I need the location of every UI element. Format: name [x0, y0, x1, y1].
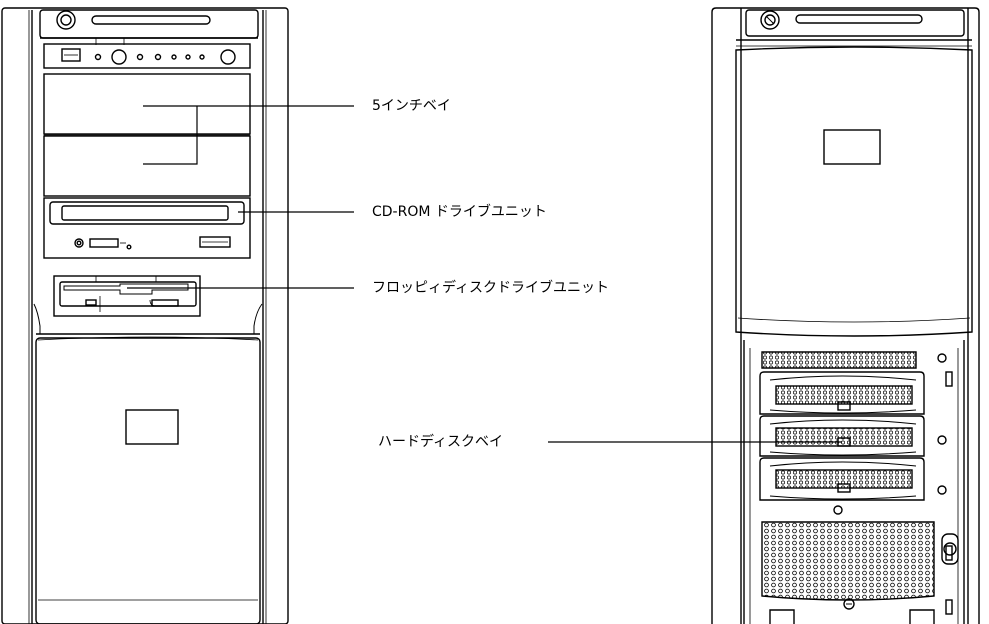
label-floppy-drive: フロッピィディスクドライブユニット: [372, 280, 610, 296]
right-top-panel: [745, 9, 965, 37]
right-front-door: [735, 46, 973, 337]
label-cdrom-drive: CD-ROM ドライブユニット: [372, 204, 547, 220]
cdrom-drive-unit: [43, 197, 251, 259]
bottom-screw-icon: [843, 598, 855, 610]
key-lock-icon: [56, 10, 76, 30]
left-door-badge: [125, 409, 179, 445]
floppy-slot: [63, 283, 189, 295]
power-button-icon: [111, 49, 127, 65]
right-chassis-outer: [711, 7, 980, 624]
floppy-drive-unit: [53, 275, 201, 317]
control-panel: [43, 43, 251, 69]
hdd-tray-3: [759, 457, 925, 501]
side-key-icon: [941, 533, 959, 565]
hdd-top-vent: [761, 351, 917, 369]
left-lower-door: [35, 337, 261, 624]
label-five-inch-bay: 5インチベイ: [372, 98, 451, 114]
callout-leaders: [127, 105, 842, 443]
five-inch-bay-upper: [43, 73, 251, 135]
five-inch-bay-lower: [43, 135, 251, 197]
right-door-badge: [823, 129, 881, 165]
right-key-lock-icon: [760, 10, 780, 30]
reset-button-icon: [220, 49, 236, 65]
hdd-tray-2: [759, 415, 925, 457]
hdd-tray-1: [759, 371, 925, 415]
cdrom-tray: [61, 205, 229, 221]
left-chassis-outer: [1, 7, 289, 624]
right-tower: [711, 7, 980, 624]
cdrom-eject-button: [199, 236, 231, 248]
lower-vent-grille: [761, 521, 935, 601]
left-tower: [1, 7, 289, 624]
indicator-panel-icon: [61, 48, 81, 62]
leader-five-inch-bay: [143, 105, 354, 165]
label-hdd-bay: ハードディスクベイ: [378, 434, 504, 450]
